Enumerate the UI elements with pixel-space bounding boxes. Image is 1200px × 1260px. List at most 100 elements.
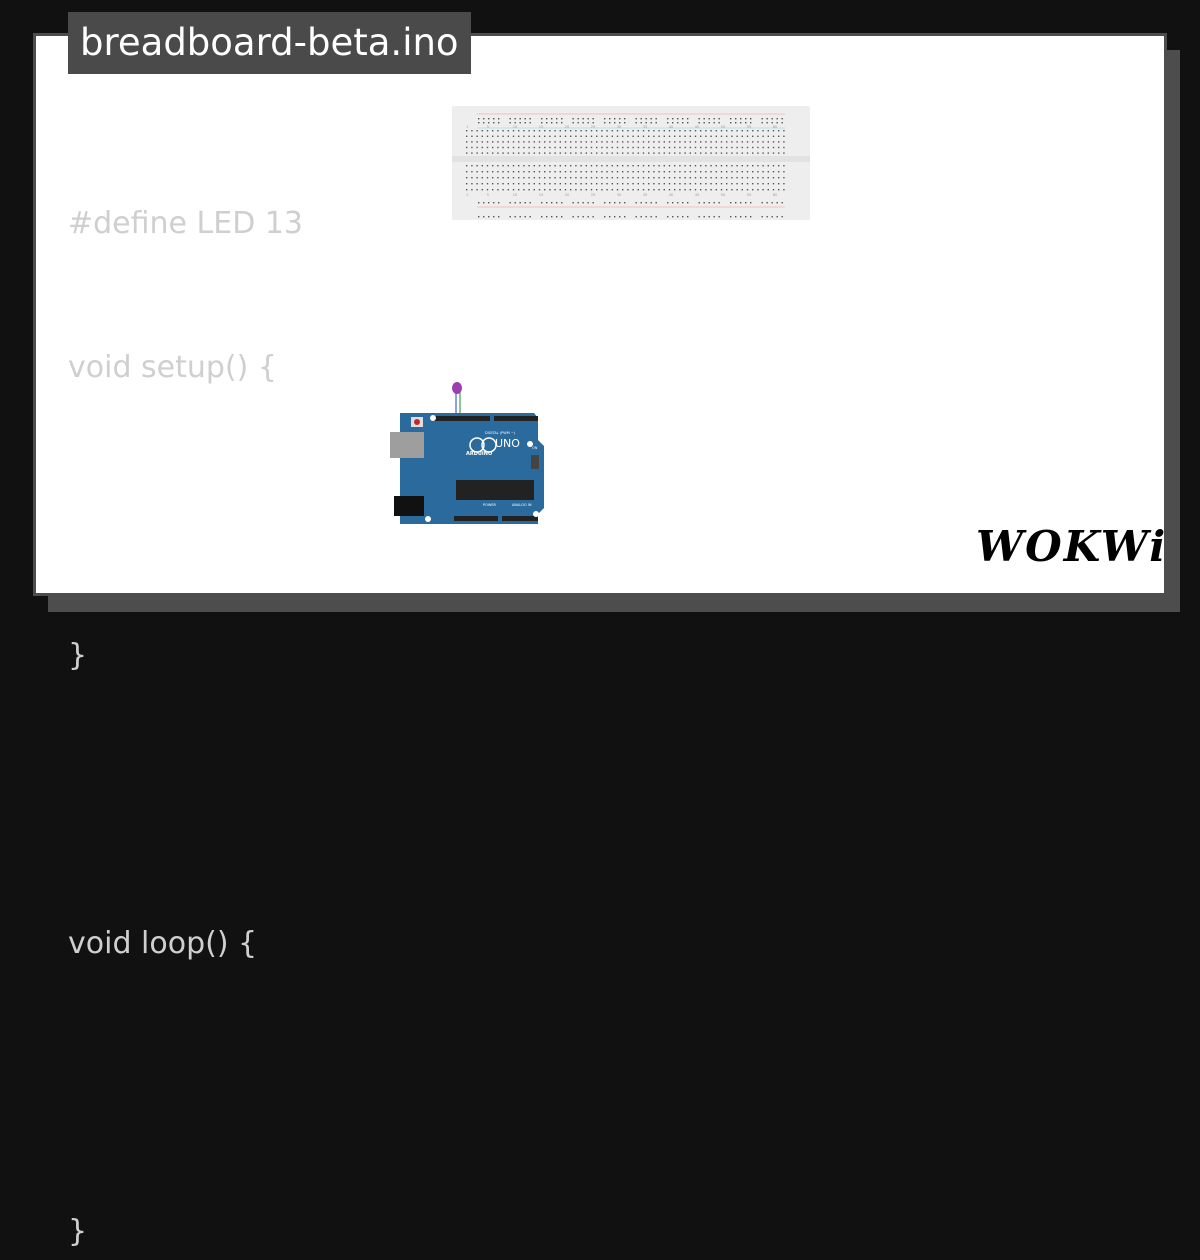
breadboard-hole: [767, 165, 769, 167]
breadboard-hole: [592, 202, 594, 204]
breadboard-hole: [577, 202, 579, 204]
breadboard-hole: [606, 135, 608, 137]
breadboard-hole: [679, 141, 681, 143]
breadboard-hole: [528, 146, 530, 149]
breadboard-hole: [740, 216, 742, 218]
breadboard-hole: [624, 202, 626, 204]
code-line: void setup() {: [68, 350, 277, 385]
breadboard-hole: [677, 122, 679, 124]
breadboard-hole: [684, 177, 686, 179]
breadboard-hole: [616, 141, 619, 143]
breadboard-hole: [502, 141, 504, 143]
breadboard-hole: [772, 171, 775, 173]
breadboard-hole: [627, 146, 629, 149]
breadboard-hole: [746, 177, 749, 179]
column-label: 25: [591, 125, 595, 129]
breadboard-hole: [549, 152, 551, 154]
breadboard-hole: [580, 177, 582, 179]
breadboard-hole: [512, 141, 515, 143]
breadboard-hole: [481, 130, 483, 132]
breadboard-hole: [757, 152, 759, 154]
breadboard-hole: [632, 146, 634, 149]
breadboard-hole: [611, 189, 613, 191]
breadboard-hole: [663, 130, 665, 132]
breadboard-hole: [528, 165, 530, 167]
breadboard-hole: [632, 130, 634, 132]
breadboard-hole: [544, 171, 546, 173]
breadboard-hole: [731, 141, 733, 143]
breadboard-hole: [471, 165, 473, 167]
breadboard-hole: [627, 130, 629, 132]
breadboard-hole: [632, 135, 634, 137]
breadboard-hole: [687, 122, 689, 124]
breadboard-hole: [585, 141, 587, 143]
breadboard-hole: [471, 141, 473, 143]
breadboard-hole: [772, 141, 775, 143]
breadboard-hole: [767, 177, 769, 179]
breadboard-hole: [493, 122, 495, 124]
breadboard-hole: [653, 135, 655, 137]
breadboard-hole: [580, 189, 582, 191]
breadboard-hole: [705, 130, 707, 132]
breadboard-hole: [668, 177, 671, 179]
breadboard-hole: [766, 216, 768, 218]
column-label: 45: [695, 125, 699, 129]
breadboard-hole: [720, 141, 723, 143]
breadboard-hole: [648, 130, 650, 132]
breadboard-hole: [655, 118, 657, 120]
breadboard-hole: [720, 165, 723, 167]
breadboard-hole: [710, 183, 712, 185]
breadboard-hole: [483, 216, 485, 218]
breadboard-hole: [476, 165, 478, 167]
breadboard-hole: [556, 118, 558, 120]
breadboard-hole: [533, 165, 535, 167]
breadboard-hole: [483, 202, 485, 204]
breadboard-hole: [592, 118, 594, 120]
breadboard-hole: [486, 177, 489, 179]
led[interactable]: [452, 382, 462, 394]
breadboard-hole: [740, 118, 742, 120]
breadboard-hole: [585, 146, 587, 149]
breadboard-hole: [497, 141, 499, 143]
breadboard-hole: [507, 189, 509, 191]
breadboard-hole: [564, 171, 567, 173]
breadboard-hole: [570, 141, 572, 143]
breadboard-hole: [575, 152, 577, 154]
breadboard-hole: [498, 216, 500, 218]
breadboard-hole: [762, 183, 764, 185]
breadboard-hole: [637, 146, 639, 149]
breadboard-hole: [653, 141, 655, 143]
breadboard-hole: [689, 177, 691, 179]
breadboard-hole: [575, 177, 577, 179]
breadboard-hole: [772, 135, 775, 137]
breadboard-hole: [529, 202, 531, 204]
column-label: 1: [466, 193, 468, 197]
breadboard-hole: [538, 177, 541, 179]
breadboard-hole: [570, 135, 572, 137]
project-title: breadboard-beta.ino: [68, 12, 471, 74]
breadboard-hole: [668, 189, 671, 191]
breadboard-hole: [570, 165, 572, 167]
breadboard-hole: [635, 122, 637, 124]
breadboard-hole: [658, 171, 660, 173]
breadboard-hole: [767, 189, 769, 191]
breadboard-hole: [538, 135, 541, 137]
breadboard-hole: [493, 216, 495, 218]
breadboard-hole: [637, 152, 639, 154]
breadboard-hole: [541, 122, 543, 124]
breadboard-hole: [533, 177, 535, 179]
breadboard-hole: [624, 122, 626, 124]
breadboard-hole: [559, 130, 561, 132]
breadboard-hole: [523, 135, 525, 137]
breadboard-hole: [679, 177, 681, 179]
breadboard-hole: [466, 183, 468, 185]
breadboard-hole: [549, 165, 551, 167]
breadboard-hole: [587, 122, 589, 124]
column-label: 20: [565, 125, 569, 129]
breadboard-hole: [762, 146, 764, 149]
breadboard-hole: [507, 171, 509, 173]
breadboard-hole: [606, 152, 608, 154]
breadboard-hole: [783, 165, 785, 167]
breadboard-hole: [575, 165, 577, 167]
breadboard-hole: [700, 183, 702, 185]
